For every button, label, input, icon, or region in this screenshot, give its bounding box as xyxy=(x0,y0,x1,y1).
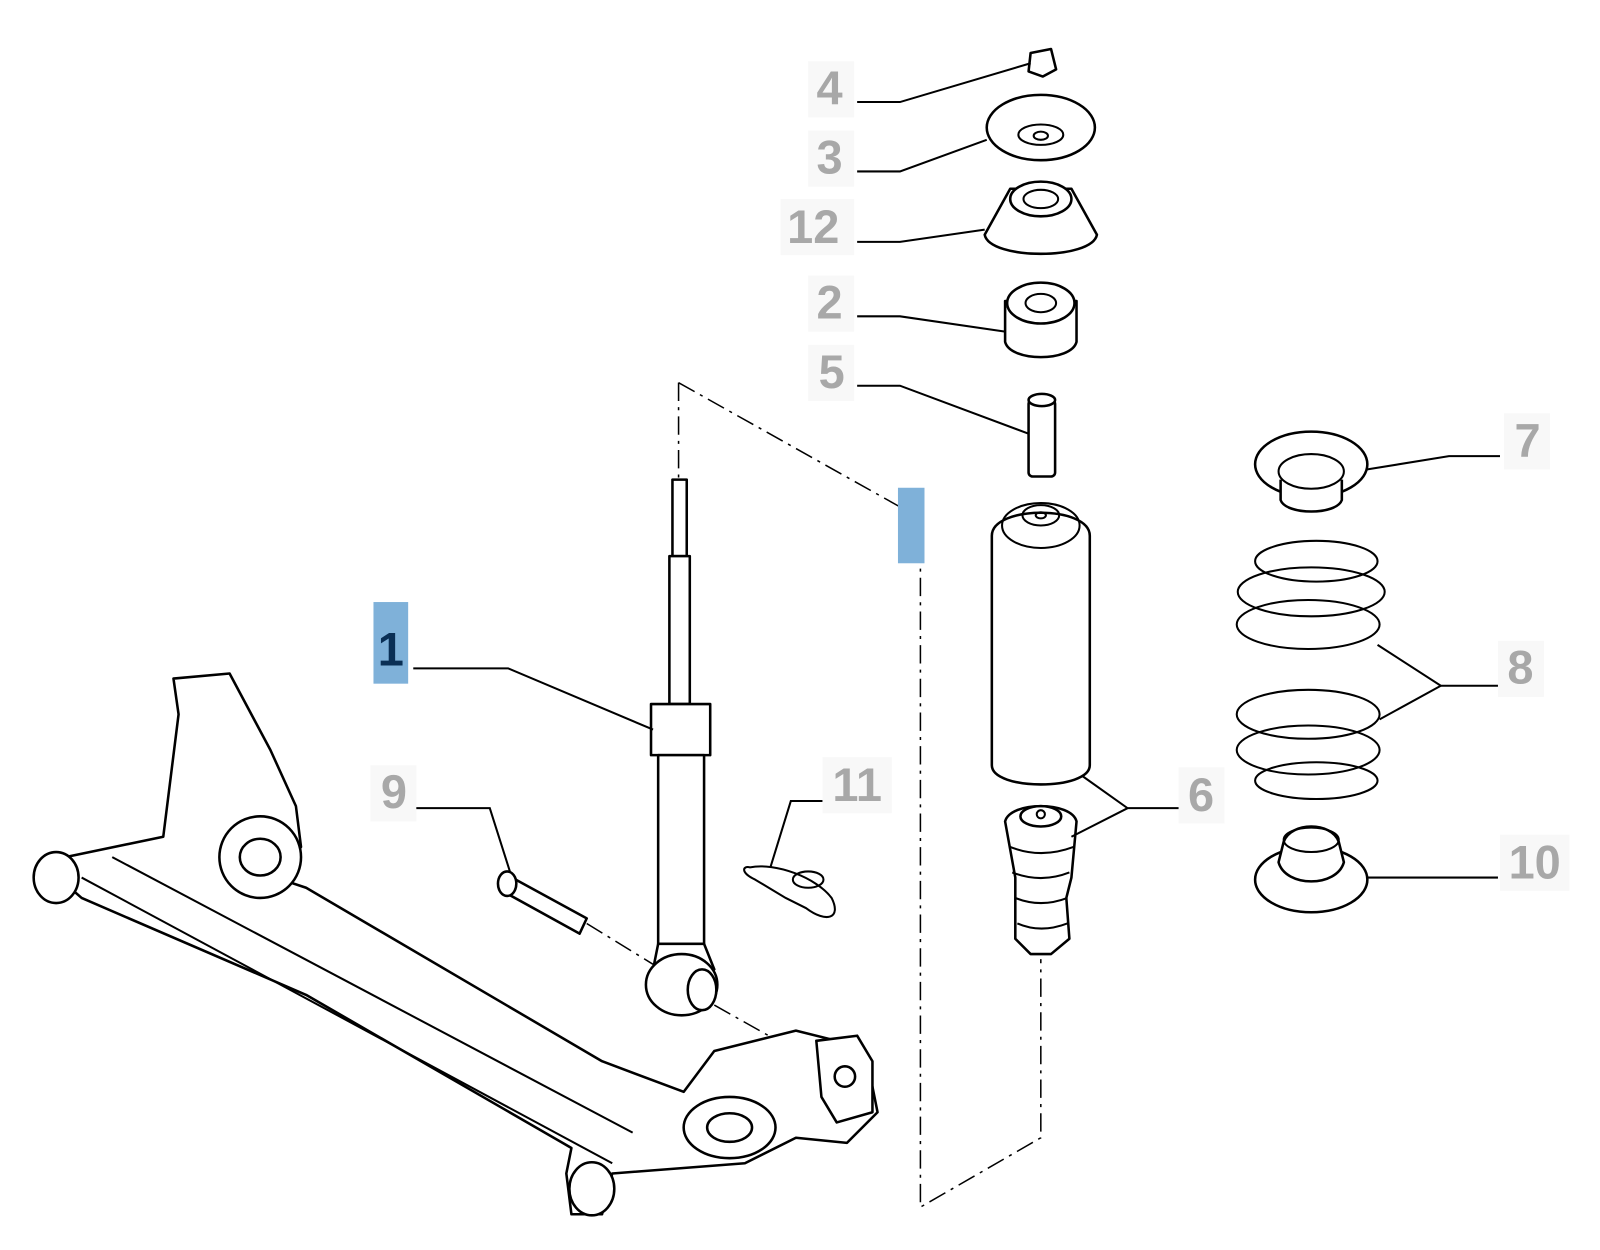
callout-label: 1 xyxy=(378,623,404,675)
nut xyxy=(1027,47,1058,78)
svg-text:8: 8 xyxy=(1507,642,1533,694)
callout-9[interactable]: 9 xyxy=(370,765,417,822)
svg-text:6: 6 xyxy=(1188,769,1214,821)
svg-text:7: 7 xyxy=(1514,415,1540,467)
callout-3[interactable]: 3 xyxy=(808,130,855,187)
coil-spring-lower xyxy=(1235,688,1381,800)
callout-12[interactable]: 12 xyxy=(780,198,855,256)
bolt xyxy=(496,870,589,935)
callout-11[interactable]: 11 xyxy=(822,757,892,814)
callout-7[interactable]: 7 xyxy=(1504,413,1550,470)
shock-absorber xyxy=(644,478,719,1017)
svg-text:4: 4 xyxy=(817,62,843,114)
lower-spring-seat xyxy=(1253,825,1369,914)
callout-1[interactable]: 1 xyxy=(373,602,409,684)
bushing xyxy=(1003,281,1078,359)
callout-2[interactable]: 2 xyxy=(808,275,855,332)
svg-text:9: 9 xyxy=(381,766,407,818)
upper-spring-seat xyxy=(1253,430,1369,513)
callout-4[interactable]: 4 xyxy=(808,61,855,118)
svg-text:11: 11 xyxy=(832,759,882,811)
svg-text:5: 5 xyxy=(819,346,845,398)
callout-8[interactable]: 8 xyxy=(1497,640,1544,697)
svg-text:2: 2 xyxy=(817,276,843,328)
callout-6[interactable]: 6 xyxy=(1178,767,1225,824)
upper-mount xyxy=(983,180,1099,255)
callout-10[interactable]: 10 xyxy=(1500,834,1570,891)
svg-text:12: 12 xyxy=(787,201,839,253)
svg-text:3: 3 xyxy=(817,131,843,183)
coil-spring-upper xyxy=(1235,539,1386,650)
svg-text:10: 10 xyxy=(1509,837,1561,889)
bump-stop xyxy=(1003,804,1078,956)
cup-washer xyxy=(985,93,1097,162)
dust-cover xyxy=(990,502,1092,786)
leader-lines xyxy=(413,62,1500,879)
highlight-marker[interactable] xyxy=(897,487,925,564)
retaining-clip xyxy=(743,865,836,918)
rear-axle-beam xyxy=(32,672,879,1217)
callout-5[interactable]: 5 xyxy=(808,344,855,402)
spacer-tube xyxy=(1027,392,1057,478)
